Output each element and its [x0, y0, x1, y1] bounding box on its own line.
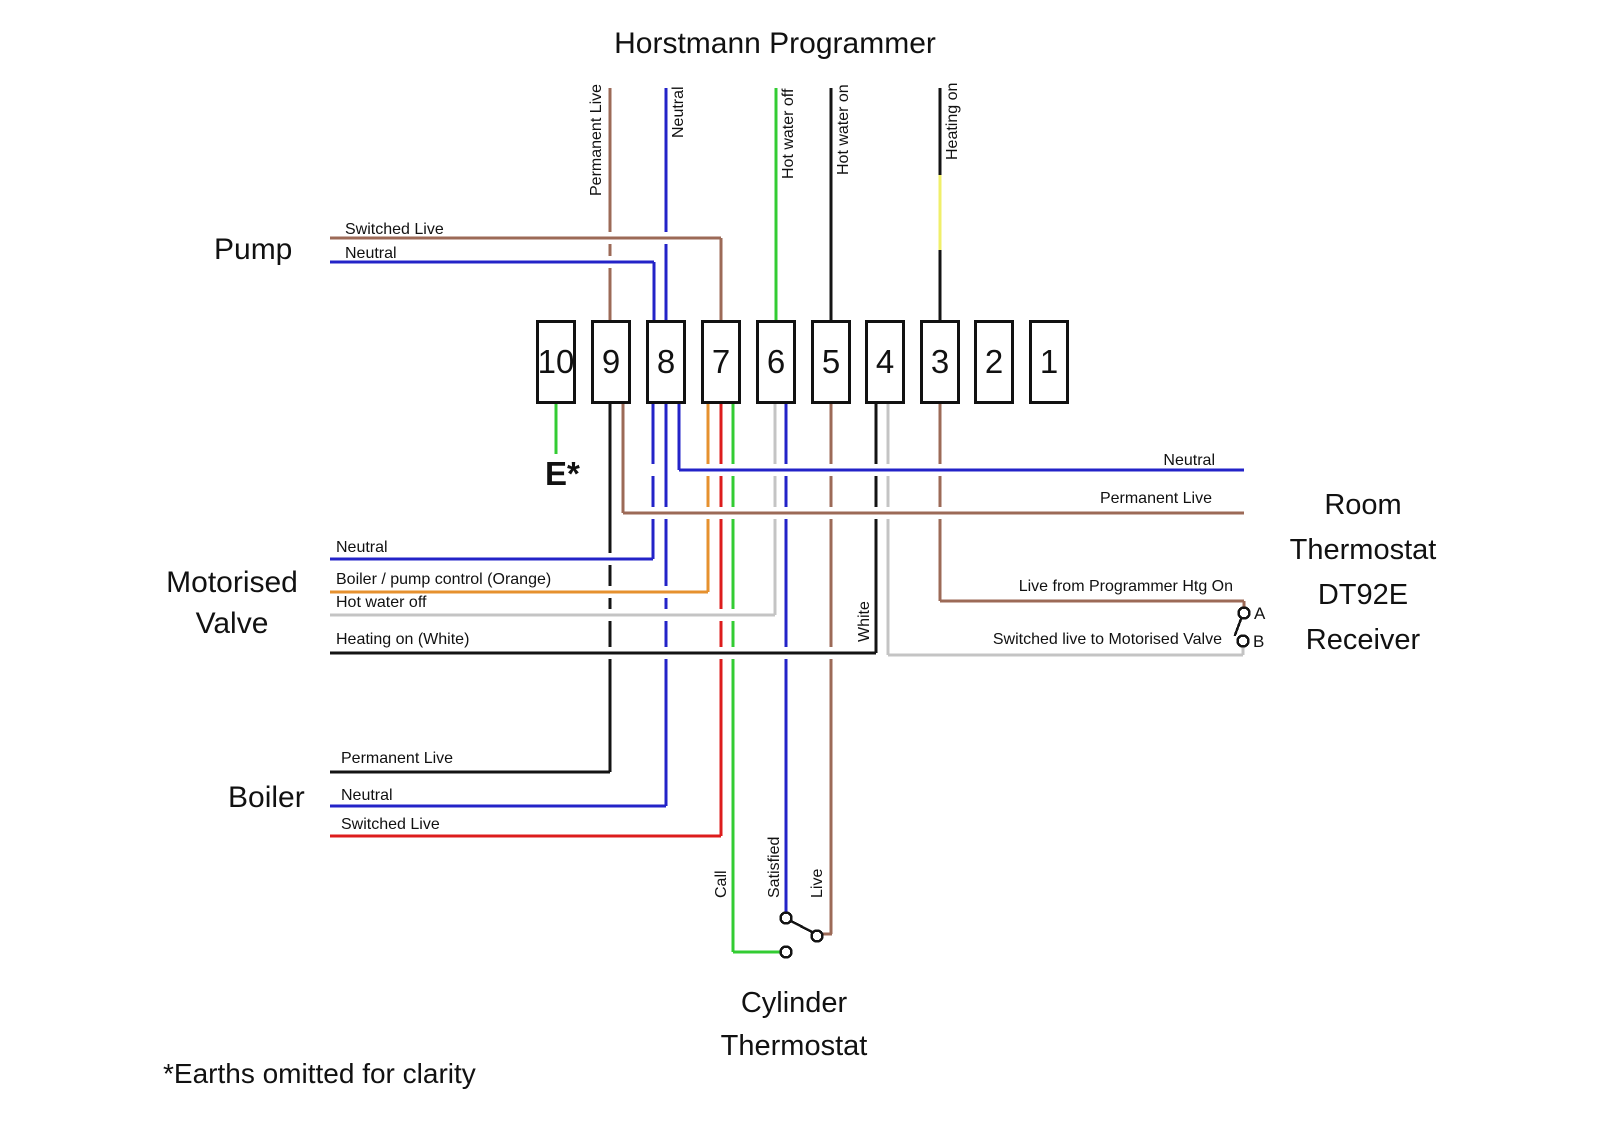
diagram-title: Horstmann Programmer [614, 27, 936, 60]
terminal-6: 6 [756, 320, 796, 404]
wire-valve-orange [330, 404, 710, 594]
wire-label-hot-water-off-top: Hot water off [780, 88, 797, 179]
wire-cylinder-live [822, 404, 833, 936]
wire-valve-neutral [330, 404, 655, 561]
terminal-1-number: 1 [1039, 343, 1059, 380]
wire-valve-hot-water-off [330, 404, 777, 617]
wire-pump-neutral [330, 260, 656, 320]
receiver-terminal-a [1237, 606, 1251, 620]
terminal-5-number: 5 [821, 343, 841, 380]
wire-label-heating-on-top: Heating on [944, 82, 961, 160]
cylinder-terminal-live [810, 929, 824, 943]
terminal-8-number: 8 [656, 343, 676, 380]
room-thermostat-label-line1: Room [1324, 489, 1402, 521]
valve-hot-water-off-label: Hot water off [336, 594, 427, 611]
wire-boiler-switched-live [330, 404, 723, 838]
pump-neutral-label: Neutral [345, 245, 397, 262]
wire-label-hot-water-on-top: Hot water on [835, 84, 852, 175]
cylinder-thermostat-label-line1: Cylinder [740, 987, 848, 1019]
room-thermostat-label: Room Thermostat DT92E Receiver [1238, 483, 1488, 663]
terminal-4: 4 [865, 320, 905, 404]
cylinder-call-label: Call [713, 870, 730, 898]
motorised-valve-label-line2: Valve [195, 607, 269, 640]
wire-roomstat-live-htg-on [938, 404, 1246, 607]
boiler-switched-live-label: Switched Live [341, 816, 440, 833]
terminal-2: 2 [974, 320, 1014, 404]
boiler-label: Boiler [228, 781, 305, 814]
cylinder-satisfied-label: Satisfied [766, 836, 783, 898]
valve-heating-on-label: Heating on (White) [336, 631, 470, 648]
terminal-9: 9 [591, 320, 631, 404]
roomstat-neutral-label: Neutral [1163, 452, 1215, 469]
boiler-permanent-live-label: Permanent Live [341, 750, 454, 767]
cylinder-switch [779, 911, 824, 959]
terminal-10: 10 [536, 320, 576, 404]
receiver-terminal-b [1236, 634, 1250, 648]
receiver-switch [1233, 606, 1251, 648]
terminal-7-number: 7 [711, 343, 731, 380]
terminal-3-number: 3 [930, 343, 950, 380]
terminal-8: 8 [646, 320, 686, 404]
boiler-neutral-label: Neutral [341, 787, 393, 804]
valve-orange-label: Boiler / pump control (Orange) [336, 571, 552, 588]
valve-neutral-label: Neutral [336, 539, 388, 556]
room-thermostat-label-line3: DT92E [1317, 579, 1409, 611]
wire-boiler-permanent-live [330, 404, 612, 774]
wire-valve-heating-on [330, 404, 878, 655]
terminal-4-number: 4 [875, 343, 895, 380]
roomstat-switched-live-label: Switched live to Motorised Valve [992, 631, 1222, 648]
earth-label: E* [545, 455, 580, 492]
pump-label: Pump [214, 233, 293, 266]
terminal-2-number: 2 [984, 343, 1004, 380]
wire-label-permanent-live-top: Permanent Live [588, 83, 605, 196]
wire-pump-switched-live [330, 236, 723, 320]
wire-label-neutral-top: Neutral [670, 86, 687, 138]
terminal-5: 5 [811, 320, 851, 404]
cylinder-terminal-call [779, 945, 793, 959]
cylinder-terminal-satisfied [779, 911, 793, 925]
motorised-valve-label: Motorised Valve [132, 562, 332, 644]
earths-footnote: *Earths omitted for clarity [163, 1058, 476, 1089]
cylinder-thermostat-label-line2: Thermostat [720, 1030, 868, 1062]
terminal-10-number: 10 [537, 343, 575, 380]
room-thermostat-label-line2: Thermostat [1289, 534, 1437, 566]
motorised-valve-label-line1: Motorised [166, 566, 298, 599]
receiver-terminal-a-label: A [1254, 604, 1266, 623]
terminal-3: 3 [920, 320, 960, 404]
room-thermostat-label-line4: Receiver [1305, 624, 1421, 656]
wire-boiler-neutral [330, 404, 668, 808]
terminal-1: 1 [1029, 320, 1069, 404]
wire-cylinder-call [731, 404, 780, 954]
wire-roomstat-permanent-live [621, 404, 1244, 515]
terminal-7: 7 [701, 320, 741, 404]
terminal-6-number: 6 [766, 343, 786, 380]
wire-roomstat-switched-live [886, 404, 1245, 657]
receiver-terminal-b-label: B [1253, 632, 1265, 651]
cylinder-live-label: Live [809, 868, 826, 898]
wire-roomstat-neutral [677, 404, 1244, 472]
white-core-label: White [856, 601, 873, 642]
cylinder-thermostat-label: Cylinder Thermostat [644, 982, 944, 1068]
roomstat-live-htg-on-label: Live from Programmer Htg On [1018, 578, 1233, 595]
pump-switched-live-label: Switched Live [345, 221, 444, 238]
terminal-9-number: 9 [601, 343, 621, 380]
roomstat-permanent-live-label: Permanent Live [1099, 490, 1212, 507]
